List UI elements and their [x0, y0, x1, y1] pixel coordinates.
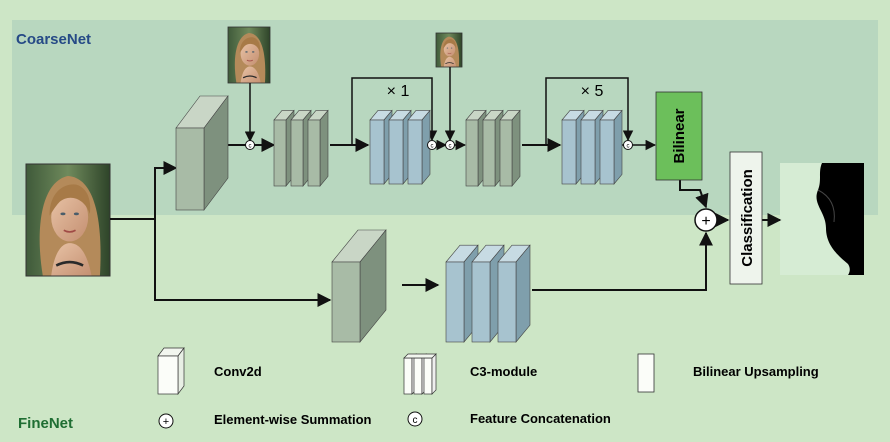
legend-c3-label: C3-module: [470, 364, 537, 379]
conv2d-block-fine: [331, 229, 387, 343]
svg-text:+: +: [163, 416, 169, 428]
legend-concat-icon: c: [407, 411, 423, 427]
legend-summation-label: Element-wise Summation: [214, 412, 372, 427]
sum-symbol: +: [694, 208, 718, 232]
svg-text:Classification: Classification: [739, 169, 756, 267]
svg-text:+: +: [701, 213, 710, 230]
c3-stack-4: [561, 109, 623, 185]
concat-symbol-1: c: [245, 140, 255, 150]
svg-text:c: c: [449, 144, 452, 150]
repeat-label-2: × 5: [581, 83, 604, 100]
concat-symbol-2: c: [427, 140, 437, 150]
legend-concatenation-label: Feature Concatenation: [470, 411, 611, 426]
c3-stack-2: [369, 109, 431, 185]
legend-conv2d-icon: [157, 346, 185, 396]
thumbnail-2: [435, 32, 463, 68]
svg-text:Bilinear: Bilinear: [671, 108, 688, 163]
c3-stack-1: [273, 109, 329, 187]
svg-text:c: c: [431, 144, 434, 150]
legend-bilinear-label: Bilinear Upsampling: [693, 364, 819, 379]
legend: Conv2d C3-module Bilinear Upsampling + E…: [157, 346, 819, 429]
thumbnail-1: [227, 26, 271, 84]
input-image: [24, 162, 112, 278]
classification-block: Classification: [729, 151, 763, 285]
output-mask: [780, 163, 864, 275]
finenet-label: FineNet: [18, 415, 73, 432]
legend-c3-icon: [403, 353, 437, 395]
connections: [110, 67, 782, 307]
concat-symbol-4: c: [623, 140, 633, 150]
bilinear-block: Bilinear: [655, 91, 703, 181]
svg-text:c: c: [627, 144, 630, 150]
legend-conv2d-label: Conv2d: [214, 364, 262, 379]
repeat-label-1: × 1: [387, 83, 410, 100]
c3-stack-fine: [445, 244, 531, 343]
legend-bilinear-icon: [637, 353, 655, 393]
svg-text:c: c: [413, 415, 418, 426]
legend-sum-icon: +: [158, 413, 174, 429]
coarsenet-label: CoarseNet: [16, 31, 91, 48]
concat-symbol-3: c: [445, 140, 455, 150]
c3-stack-3: [465, 109, 521, 187]
svg-text:c: c: [249, 144, 252, 150]
conv2d-block-coarse: [175, 95, 229, 211]
